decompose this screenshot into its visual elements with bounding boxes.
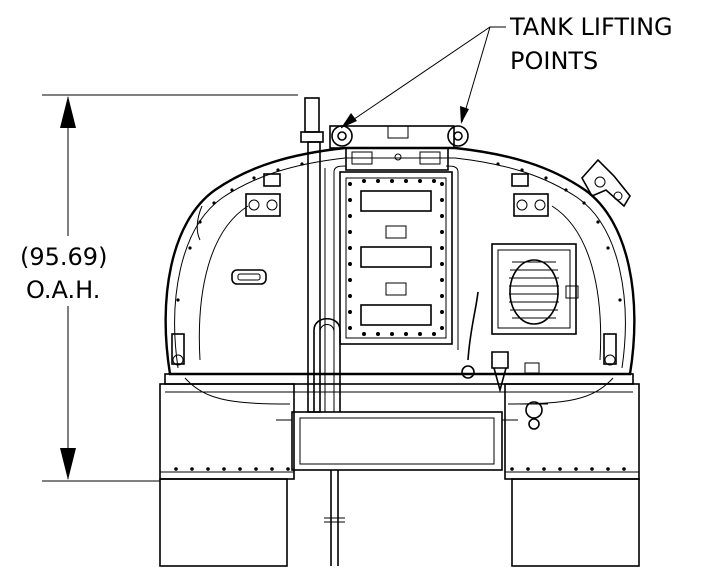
frame-rails [164, 373, 634, 405]
right-skid [504, 383, 640, 567]
u-handle [313, 317, 341, 412]
height-dimension-value: (95.69) [20, 243, 108, 271]
lifting-eye-right [447, 125, 469, 147]
panel-ladder-rails [333, 165, 459, 350]
lifting-points-label-line2: POINTS [510, 47, 599, 75]
top-hatch [329, 125, 455, 171]
right-fittings [511, 158, 631, 366]
dimension-arrow-bottom [60, 448, 76, 480]
plumbing [461, 291, 548, 430]
lifting-points-label-line1: TANK LIFTING [510, 13, 673, 41]
dimension-arrow-top [60, 96, 76, 128]
leader-arrow-right [460, 106, 469, 124]
lifting-eye-left [331, 125, 353, 147]
front-tray [276, 411, 518, 471]
hose-reel [491, 243, 579, 335]
center-stand [324, 470, 345, 566]
height-dimension-unit: O.A.H. [26, 276, 101, 304]
lifting-points-leader [340, 26, 506, 129]
side-hoses [196, 205, 602, 361]
vent-pipe [300, 97, 326, 413]
tank-body [164, 146, 636, 376]
nameplate [231, 269, 267, 285]
left-fittings [171, 173, 281, 366]
access-panel [339, 171, 453, 345]
leader-arrow-left [341, 113, 357, 128]
height-dimension [42, 94, 298, 482]
left-skid [159, 383, 295, 567]
